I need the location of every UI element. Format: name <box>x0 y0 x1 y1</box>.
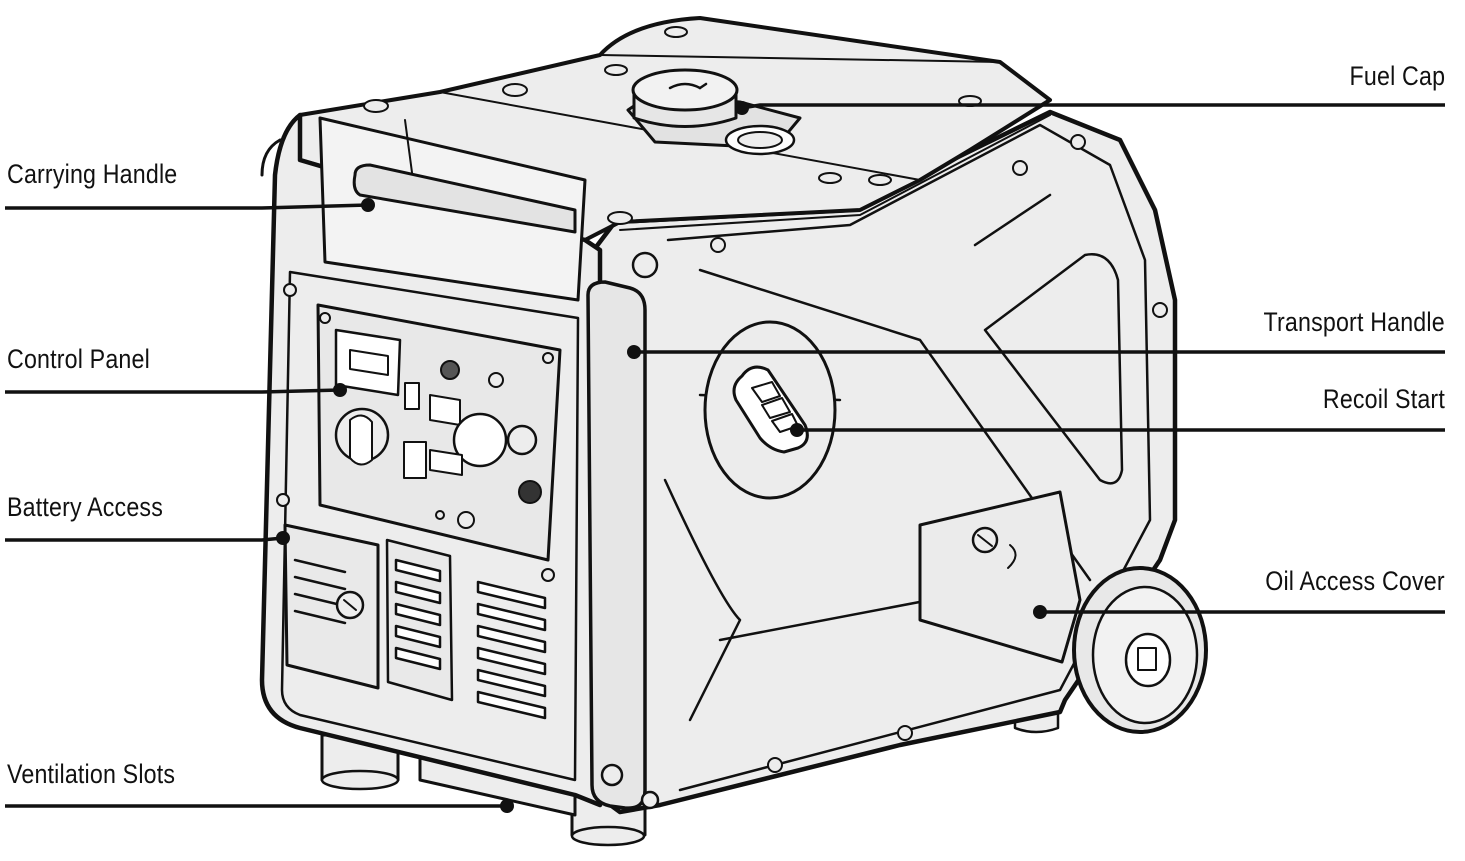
leader-dot-control-panel <box>333 383 347 397</box>
callout-leaders <box>5 101 1445 813</box>
callout-control-panel-label: Control Panel <box>7 344 150 374</box>
leader-dot-recoil-start <box>790 423 804 437</box>
leader-dot-transport-handle <box>627 345 641 359</box>
control-panel-plate <box>316 303 562 562</box>
carrying-handle-bar <box>352 163 577 234</box>
battery-access-door <box>283 523 380 690</box>
top-mounting-holes <box>363 26 982 225</box>
leader-line-battery-access <box>5 536 284 542</box>
leader-dot-ventilation-slots <box>500 799 514 813</box>
callout-carrying-handle-label: Carrying Handle <box>7 159 178 189</box>
ventilation-slots-grille <box>385 538 547 720</box>
callout-battery-access-label: Battery Access <box>7 492 163 522</box>
fuel-cap-assembly <box>626 68 802 156</box>
corner-pillar <box>586 280 647 810</box>
callout-fuel-cap-label: Fuel Cap <box>1349 61 1445 91</box>
leader-dot-fuel-cap <box>735 101 749 115</box>
callout-oil-access-cover-label: Oil Access Cover <box>1265 566 1445 596</box>
callout-ventilation-slots-label: Ventilation Slots <box>7 759 176 789</box>
wheel <box>1072 566 1208 734</box>
callout-transport-handle-label: Transport Handle <box>1263 307 1445 337</box>
leader-dot-oil-access-cover <box>1033 605 1047 619</box>
leader-dot-carrying-handle <box>361 198 375 212</box>
leader-line-carrying-handle <box>5 203 369 210</box>
callout-recoil-start-label: Recoil Start <box>1322 384 1445 414</box>
leader-dot-battery-access <box>276 531 290 545</box>
oil-access-cover-panel <box>918 490 1082 664</box>
leader-line-control-panel <box>5 388 341 394</box>
recoil-start-housing <box>703 320 837 500</box>
